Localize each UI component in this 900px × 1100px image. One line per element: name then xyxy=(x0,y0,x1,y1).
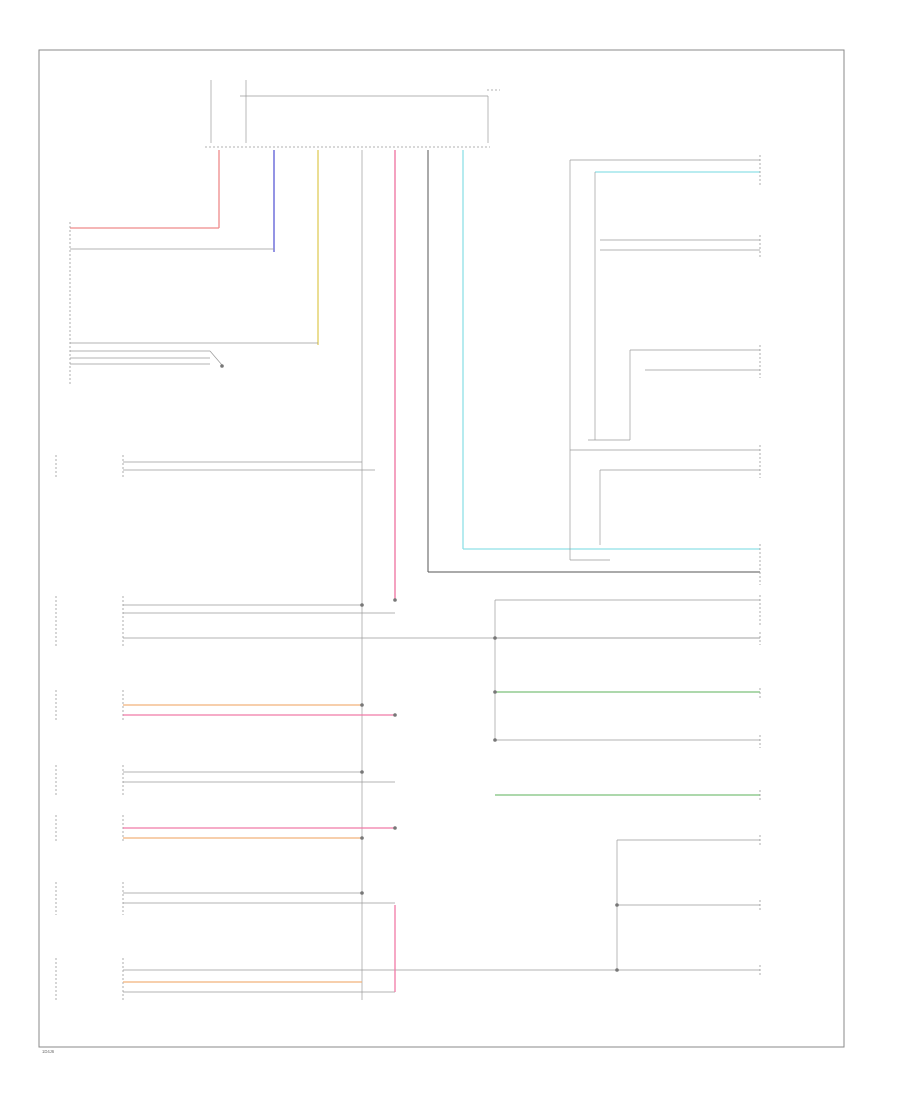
right-lower-circuits xyxy=(493,595,761,977)
right-upper-circuits xyxy=(569,155,761,585)
top-module xyxy=(205,80,500,148)
top-module-wires xyxy=(70,150,760,1000)
splice-points xyxy=(360,598,397,895)
left-upper-connector xyxy=(69,222,318,385)
diagram-frame xyxy=(38,49,845,1048)
left-devices xyxy=(55,455,760,1000)
diagram-code: 1D4J6 xyxy=(42,1049,55,1054)
